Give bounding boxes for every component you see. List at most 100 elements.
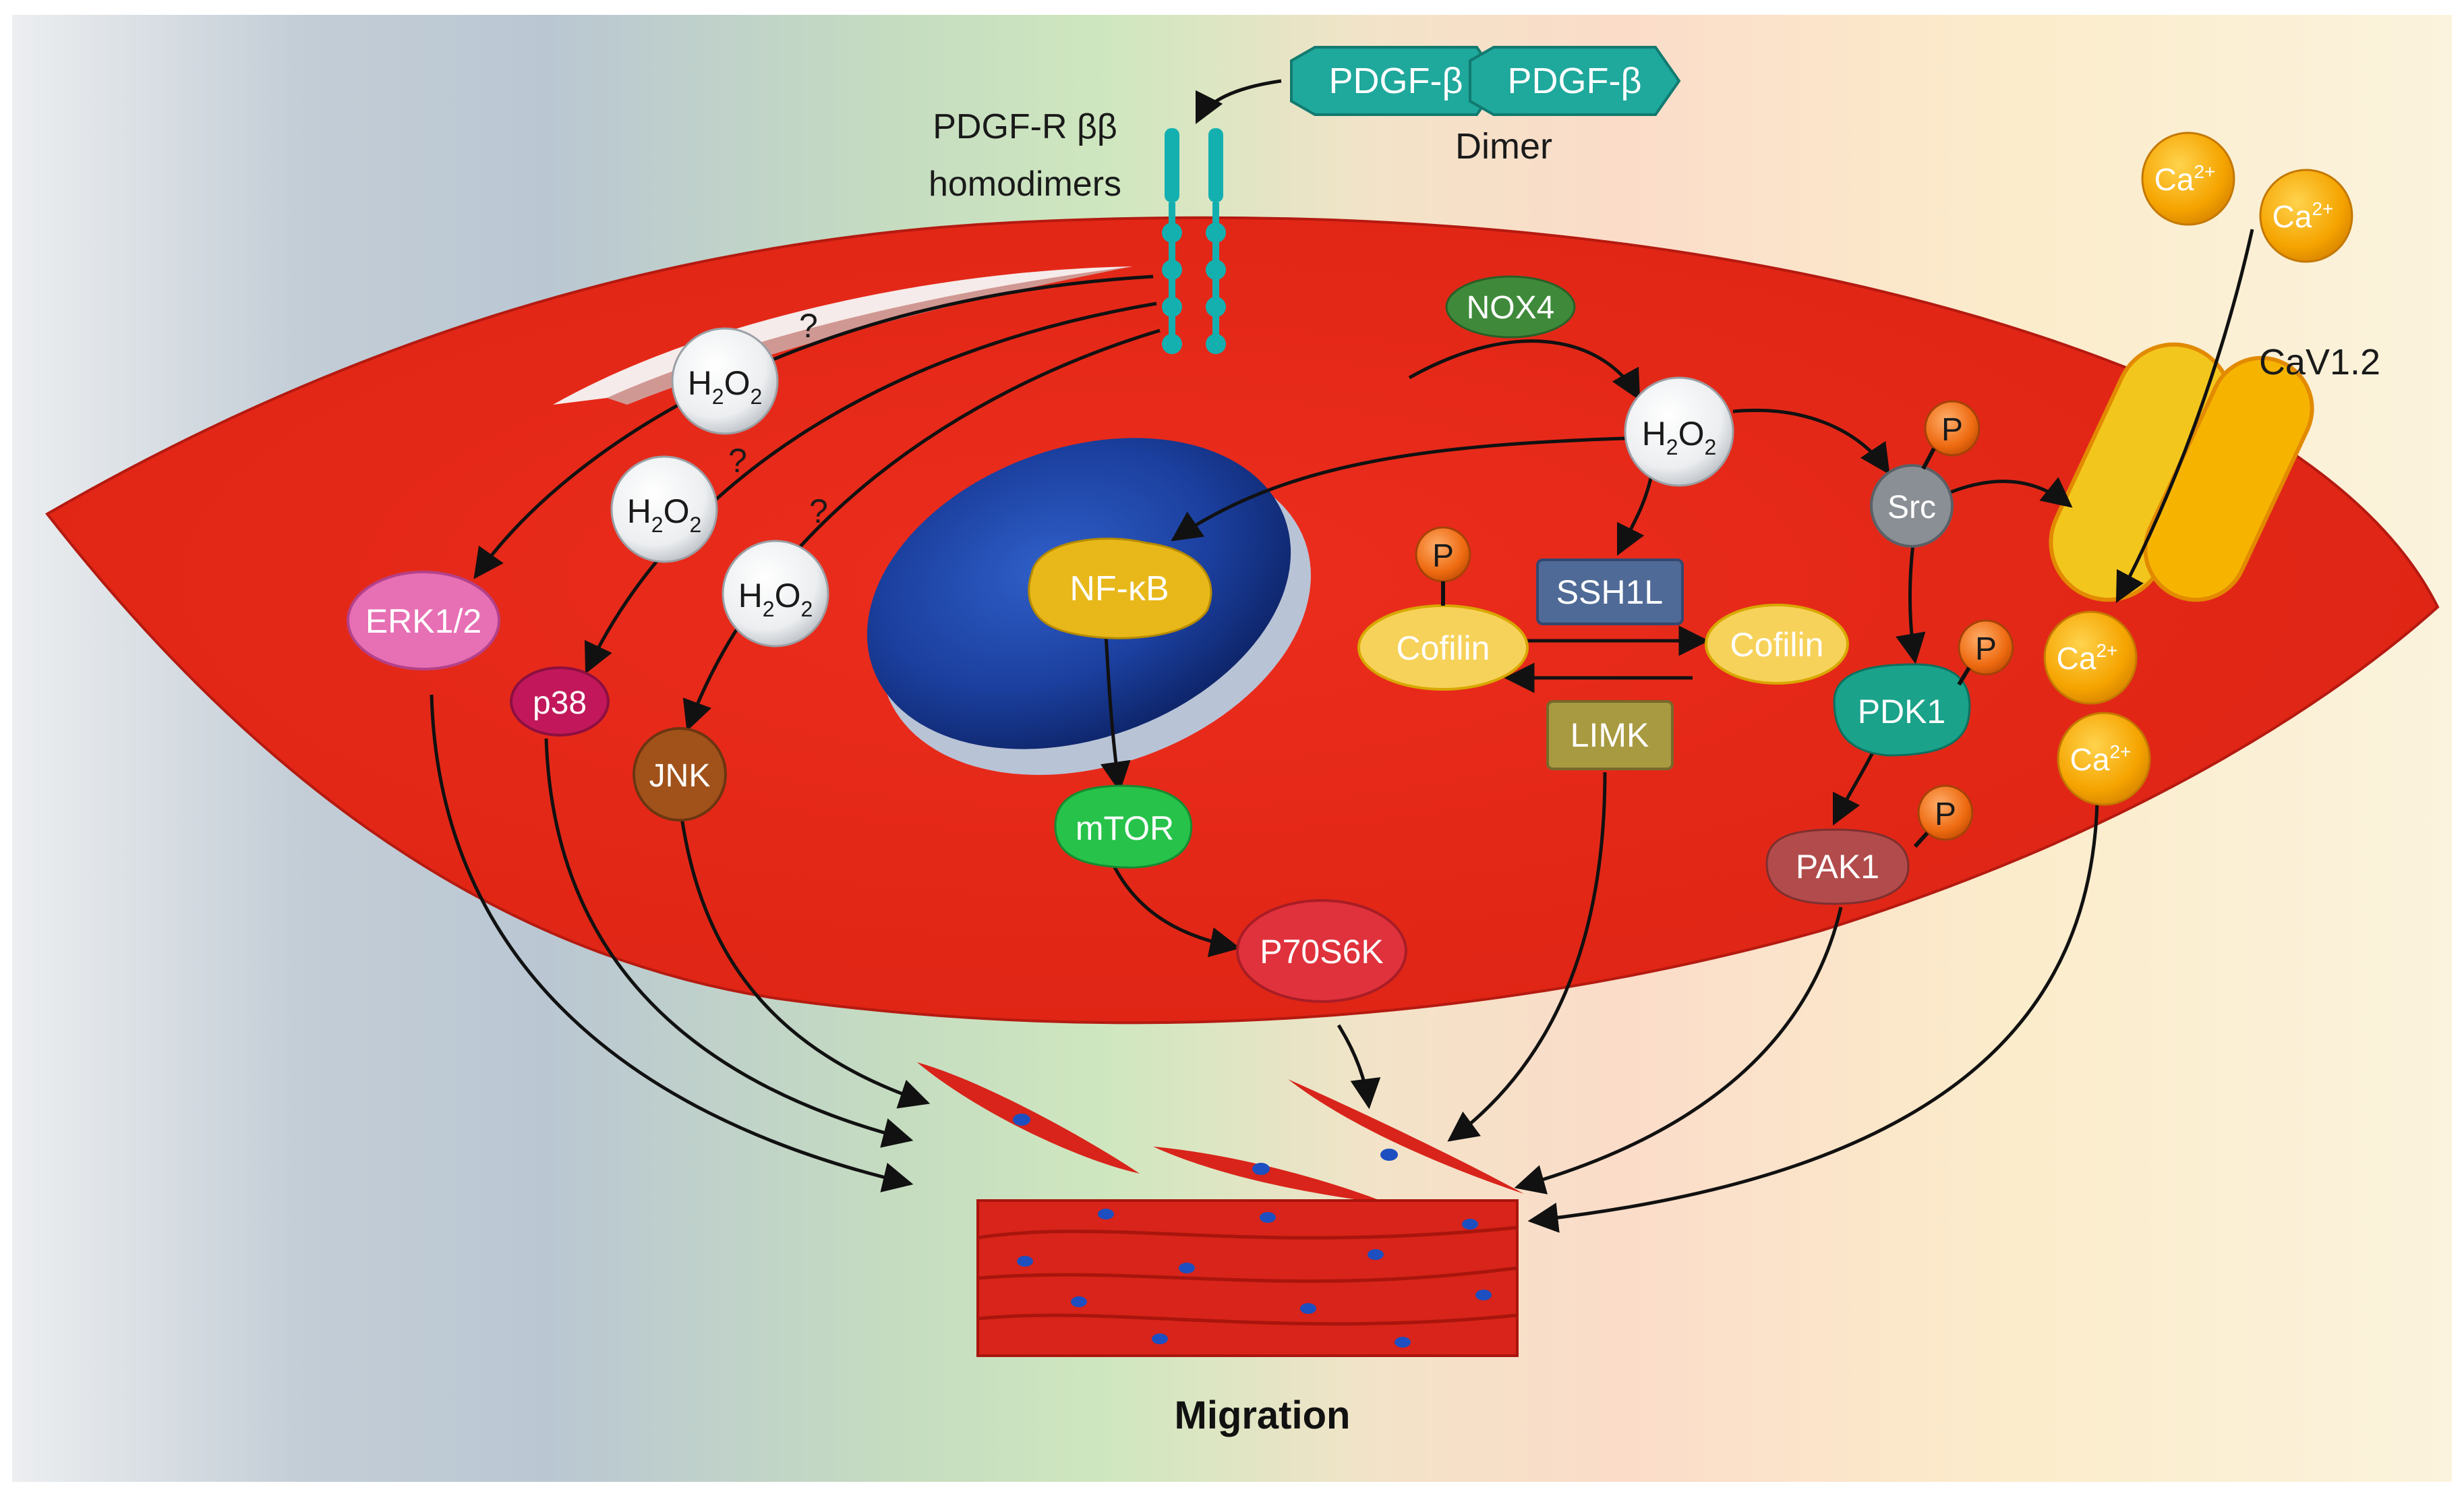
h2o2-mid: O (724, 364, 751, 402)
svg-text:H2O2: H2O2 (627, 492, 702, 537)
cofilin-node: Cofilin (1705, 604, 1849, 685)
tissue-block (976, 1199, 1519, 1357)
arrow-h2o2-to-ssh1l (1616, 471, 1654, 556)
src-node: Src (1870, 464, 1954, 548)
question-mark: ? (728, 442, 747, 480)
mtor-label: mTOR (1076, 809, 1174, 847)
h2o2-main: H (1642, 415, 1666, 453)
calcium-sup: 2+ (2194, 161, 2215, 182)
cofilin-p-node: Cofilin (1357, 604, 1529, 691)
arrow-mtor-to-p70s6k (1111, 862, 1241, 958)
pdk1-node: PDK1 (1833, 663, 1971, 757)
nox4-label: NOX4 (1467, 290, 1555, 326)
arrow-h2o2-to-nfkb (1171, 436, 1626, 542)
question-mark: ? (809, 492, 828, 530)
limk-label: LIMK (1571, 716, 1649, 754)
src-label: Src (1887, 490, 1936, 525)
arrow-pdk1-to-pak1 (1832, 747, 1877, 826)
receptor-label-line2: homodimers (929, 165, 1121, 204)
arrow-receptor-to-p38 (584, 301, 1157, 674)
arrow-limk-to-migration (1447, 772, 1607, 1142)
membrane-cleft (553, 266, 1133, 405)
nfkb-label: NF-κB (1069, 569, 1169, 608)
arrow-nfkb-to-mtor (1101, 633, 1131, 793)
membrane-cleft-shadow (607, 266, 1133, 405)
h2o2-molecule: H2O2 (610, 455, 718, 563)
channel-label: CaV1.2 (2259, 342, 2380, 382)
svg-text:H2O2: H2O2 (688, 364, 763, 409)
calcium-main: Ca (2057, 641, 2096, 676)
h2o2-mid: O (775, 577, 801, 614)
h2o2-mid: O (664, 492, 690, 530)
calcium-main: Ca (2154, 162, 2194, 197)
p38-label: p38 (533, 685, 587, 721)
receptor-label-line1: PDGF-R ββ (933, 107, 1117, 146)
h2o2-sub: 2 (801, 597, 813, 621)
phospho-label: P (1975, 631, 1997, 667)
calcium-sup: 2+ (2096, 640, 2117, 661)
mtor-node: mTOR (1054, 784, 1193, 869)
arrow-pak1-to-migration (1514, 907, 1843, 1195)
h2o2-sub: 2 (1666, 435, 1678, 459)
phospho-label: P (1432, 538, 1454, 574)
calcium-ion: Ca2+ (2259, 169, 2353, 263)
h2o2-main: H (627, 492, 651, 530)
svg-text:Ca2+: Ca2+ (2070, 741, 2132, 777)
migrating-cells (917, 1062, 1524, 1204)
p70s6k-label: P70S6K (1260, 933, 1383, 971)
svg-text:Ca2+: Ca2+ (2057, 640, 2118, 676)
question-mark: ? (799, 307, 818, 345)
arrow-nox4-to-h2o2 (1408, 339, 1641, 401)
cofilin-label: Cofilin (1730, 626, 1824, 664)
phospho-label: P (1941, 412, 1963, 448)
h2o2-main: H (688, 364, 712, 402)
arrow-src-to-channel (1941, 477, 2073, 508)
pak1-label: PAK1 (1796, 848, 1879, 886)
arrow-erk-to-migration (430, 694, 914, 1192)
h2o2-sub: 2 (712, 384, 724, 409)
svg-text:Ca2+: Ca2+ (2154, 161, 2216, 197)
calcium-ion: Ca2+ (2057, 712, 2151, 806)
jnk-node: JNK (633, 727, 727, 822)
phospho-badge: P (1913, 784, 1974, 848)
ligand-monomer-1-label: PDGF-β (1328, 61, 1463, 101)
arrow-ligand-to-receptor (1195, 79, 1282, 125)
h2o2-main: H (738, 577, 763, 614)
pathway-arrows (430, 79, 2254, 1233)
h2o2-sub: 2 (1705, 435, 1717, 459)
arrow-h2o2-to-src (1732, 408, 1890, 475)
svg-text:H2O2: H2O2 (1642, 415, 1717, 459)
calcium-main: Ca (2070, 742, 2110, 777)
phospho-badge: P (1957, 619, 2014, 686)
arrow-jnk-to-migration (679, 812, 931, 1109)
arrow-calcium-entry (2115, 229, 2254, 603)
limk-node: LIMK (1546, 700, 1674, 770)
pdgf-receptor (1162, 128, 1226, 354)
pdk1-label: PDK1 (1858, 693, 1946, 730)
arrow-calcium-to-migration (1527, 802, 2099, 1233)
arrow-receptor-to-jnk (682, 328, 1161, 732)
nox4-node: NOX4 (1445, 275, 1576, 339)
h2o2-sub: 2 (751, 384, 763, 409)
h2o2-molecule: H2O2 (1624, 376, 1734, 487)
nfkb-node: NF-κB (1028, 538, 1212, 639)
calcium-sup: 2+ (2312, 198, 2333, 219)
pak1-node: PAK1 (1765, 828, 1910, 905)
arrow-p70s6k-to-migration (1337, 1024, 1381, 1110)
phospho-label: P (1935, 797, 1956, 832)
arrow-p38-to-migration (544, 738, 914, 1148)
h2o2-molecule: H2O2 (722, 540, 829, 648)
svg-text:Ca2+: Ca2+ (2272, 198, 2334, 234)
h2o2-sub: 2 (690, 513, 702, 537)
calcium-ion: Ca2+ (2141, 132, 2235, 226)
ssh1l-node: SSH1L (1536, 558, 1684, 625)
outcome-label: Migration (1175, 1393, 1351, 1437)
h2o2-mid: O (1678, 415, 1705, 453)
svg-text:H2O2: H2O2 (738, 577, 813, 621)
h2o2-sub: 2 (763, 597, 775, 621)
ligand-monomer-2-label: PDGF-β (1507, 61, 1641, 101)
p38-node: p38 (510, 666, 610, 737)
jnk-label: JNK (649, 758, 711, 794)
